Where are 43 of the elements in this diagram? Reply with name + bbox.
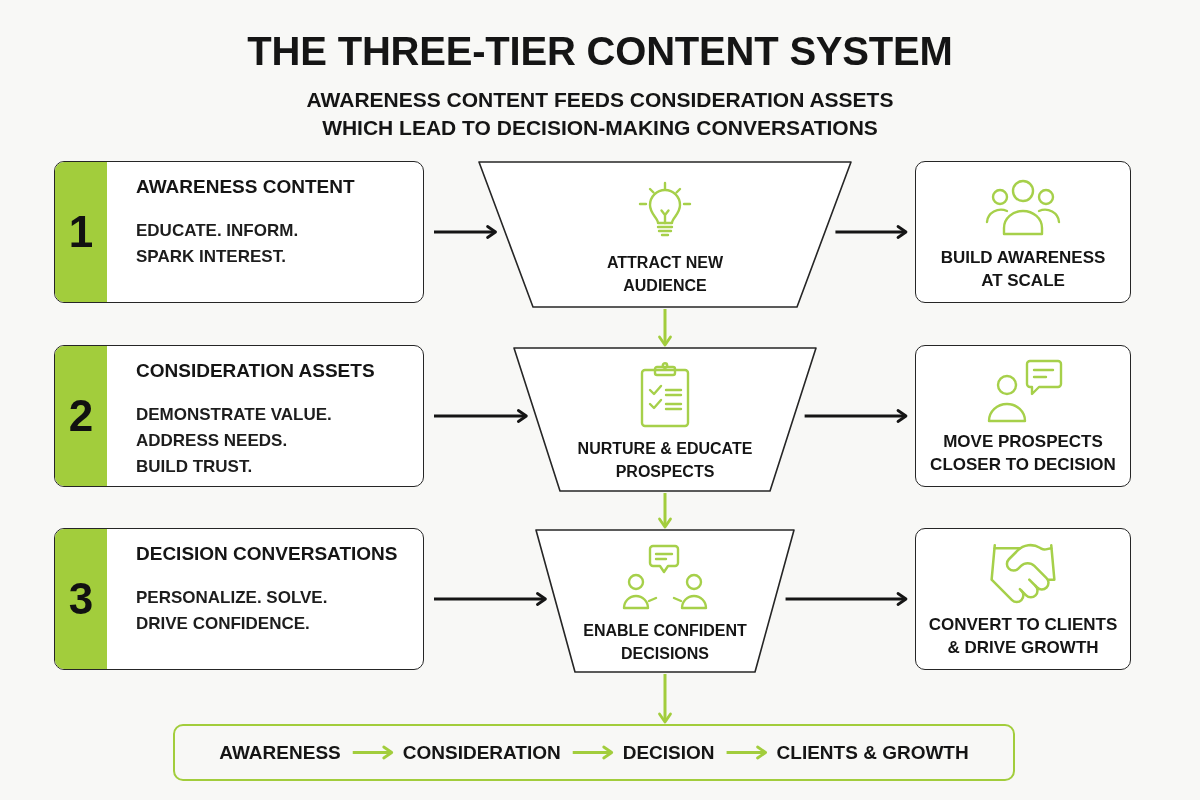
tier-heading: CONSIDERATION ASSETS [136,359,375,383]
tier-number: 2 [68,394,94,438]
arrow [434,409,528,423]
stage-name: AWARENESS [219,740,341,765]
tier-card [54,345,424,487]
arrow [434,592,547,606]
stage-label: NURTURE & EDUCATE PROSPECTS [576,439,754,482]
arrow [572,745,614,760]
outcome-card [915,161,1131,303]
stage-label: ATTRACT NEW AUDIENCE [605,253,725,296]
tier-card [54,161,424,303]
outcome-card [915,345,1131,487]
stage-flow-bar [173,724,1015,781]
outcome-label: CONVERT TO CLIENTS & DRIVE GROWTH [927,614,1119,659]
arrow [785,592,908,606]
arrow [726,745,767,760]
arrow [352,745,394,760]
subtitle: AWARENESS CONTENT FEEDS CONSIDERATION ASSETS WHICH LEAD TO DECISION-MAKING CONVERSATIONS [305,87,895,141]
title: THE THREE-TIER CONTENT SYSTEM [247,28,953,74]
outcome-label: BUILD AWARENESS AT SCALE [939,247,1107,292]
stage-name: CONSIDERATION [402,740,561,765]
tier-description: EDUCATE. INFORM. SPARK INTEREST. [136,220,300,268]
outcome-card [915,528,1131,670]
tier-heading: DECISION CONVERSATIONS [136,542,398,566]
tier-description: PERSONALIZE. SOLVE. DRIVE CONFIDENCE. [136,587,329,635]
stage-name: CLIENTS & GROWTH [776,740,969,765]
tier-heading: AWARENESS CONTENT [136,175,355,199]
stage-label: ENABLE CONFIDENT DECISIONS [582,621,748,664]
stage-name: DECISION [622,740,715,765]
arrow [804,409,908,423]
funnel-stage [513,347,817,492]
arrow [835,225,908,239]
arrow [658,674,672,724]
tier-number: 1 [68,210,94,254]
funnel-stage [478,161,852,308]
outcome-label: MOVE PROSPECTS CLOSER TO DECISION [929,431,1117,476]
arrow [658,309,672,347]
tier-card [54,528,424,670]
arrow [658,493,672,529]
tier-description: DEMONSTRATE VALUE. ADDRESS NEEDS. BUILD TRUST. [136,404,333,478]
arrow [434,225,497,239]
funnel-stage [535,529,795,673]
tier-number: 3 [68,577,94,621]
